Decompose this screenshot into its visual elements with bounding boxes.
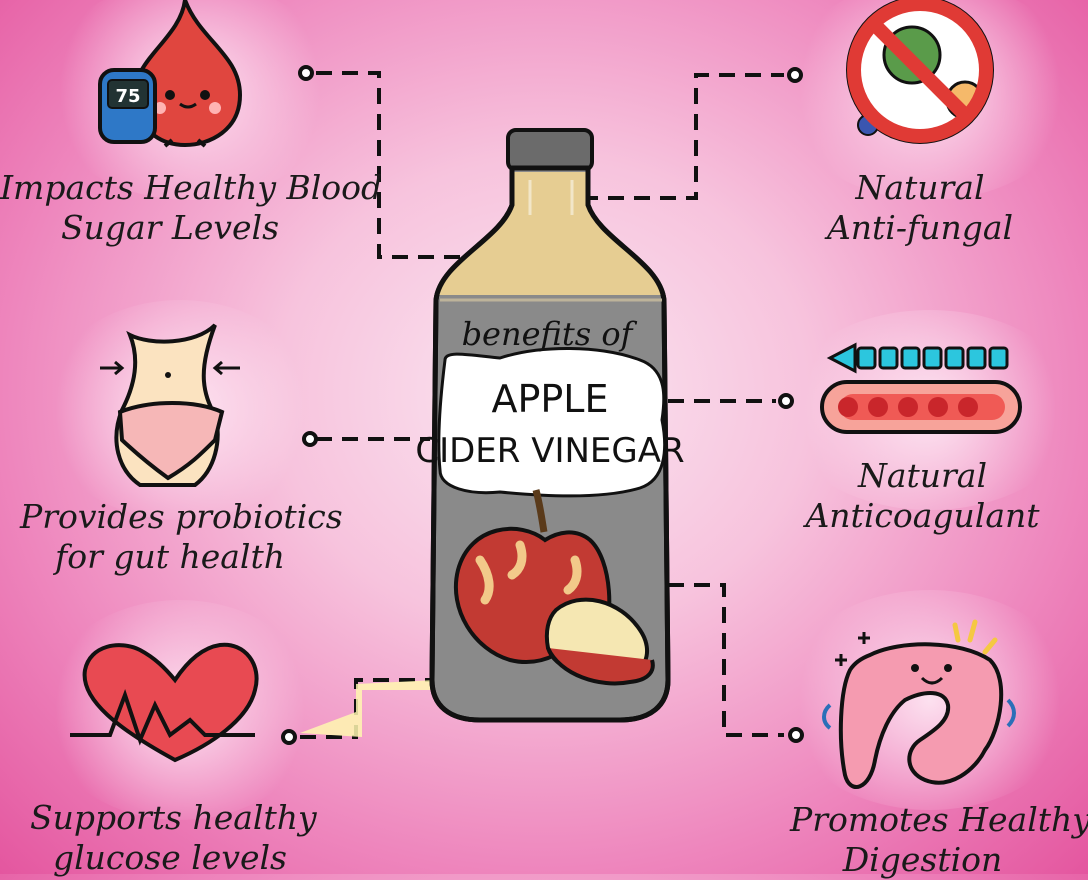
bottle-label-shape	[437, 347, 667, 498]
benefit-glucose: Supports healthy glucose levels	[30, 798, 317, 878]
apple-icon	[453, 489, 655, 686]
waist-icon	[100, 323, 240, 487]
intestine-icon	[822, 619, 1016, 789]
benefit-blood-sugar-line1: Impacts Healthy Blood	[0, 168, 383, 207]
blood-drop-glucometer-icon: 75	[98, 0, 243, 148]
bottle-title-vinegar: CIDER VINEGAR	[415, 431, 684, 471]
benefit-blood-sugar: Impacts Healthy Blood Sugar Levels	[0, 168, 383, 248]
benefit-antifungal-line2: Anti-fungal	[826, 208, 1014, 247]
connector-dots	[281, 65, 804, 745]
benefit-digestion-line2: Digestion	[842, 840, 1003, 879]
blood-vessel-icon	[820, 342, 1022, 434]
benefit-probiotics-line2: for gut health	[54, 537, 285, 576]
benefit-anticoagulant-line1: Natural	[857, 456, 988, 495]
benefit-anticoagulant: Natural Anticoagulant	[800, 456, 1045, 536]
benefit-glucose-line1: Supports healthy	[30, 798, 317, 837]
highlight-beam	[300, 680, 436, 737]
bottle-title-apple: APPLE	[491, 377, 608, 421]
no-virus-icon	[846, 0, 994, 144]
benefit-anticoagulant-line2: Anticoagulant	[805, 496, 1040, 535]
benefit-antifungal: Natural Anti-fungal	[810, 168, 1030, 248]
vinegar-bottle: benefits of APPLE CIDER VINEGAR	[415, 128, 685, 723]
glucometer-reading: 75	[115, 86, 140, 107]
benefit-probiotics-line1: Provides probiotics	[20, 497, 343, 536]
benefit-antifungal-line1: Natural	[855, 168, 985, 207]
benefit-glucose-line2: glucose levels	[53, 838, 287, 877]
benefit-digestion-line1: Promotes Healthy	[790, 800, 1088, 839]
benefit-digestion: Promotes Healthy Digestion	[790, 800, 1088, 880]
heart-pulse-icon	[70, 642, 259, 763]
bottle-title-small: benefits of	[462, 315, 638, 353]
benefit-probiotics: Provides probiotics for gut health	[20, 497, 343, 577]
benefit-blood-sugar-line2: Sugar Levels	[60, 208, 280, 247]
